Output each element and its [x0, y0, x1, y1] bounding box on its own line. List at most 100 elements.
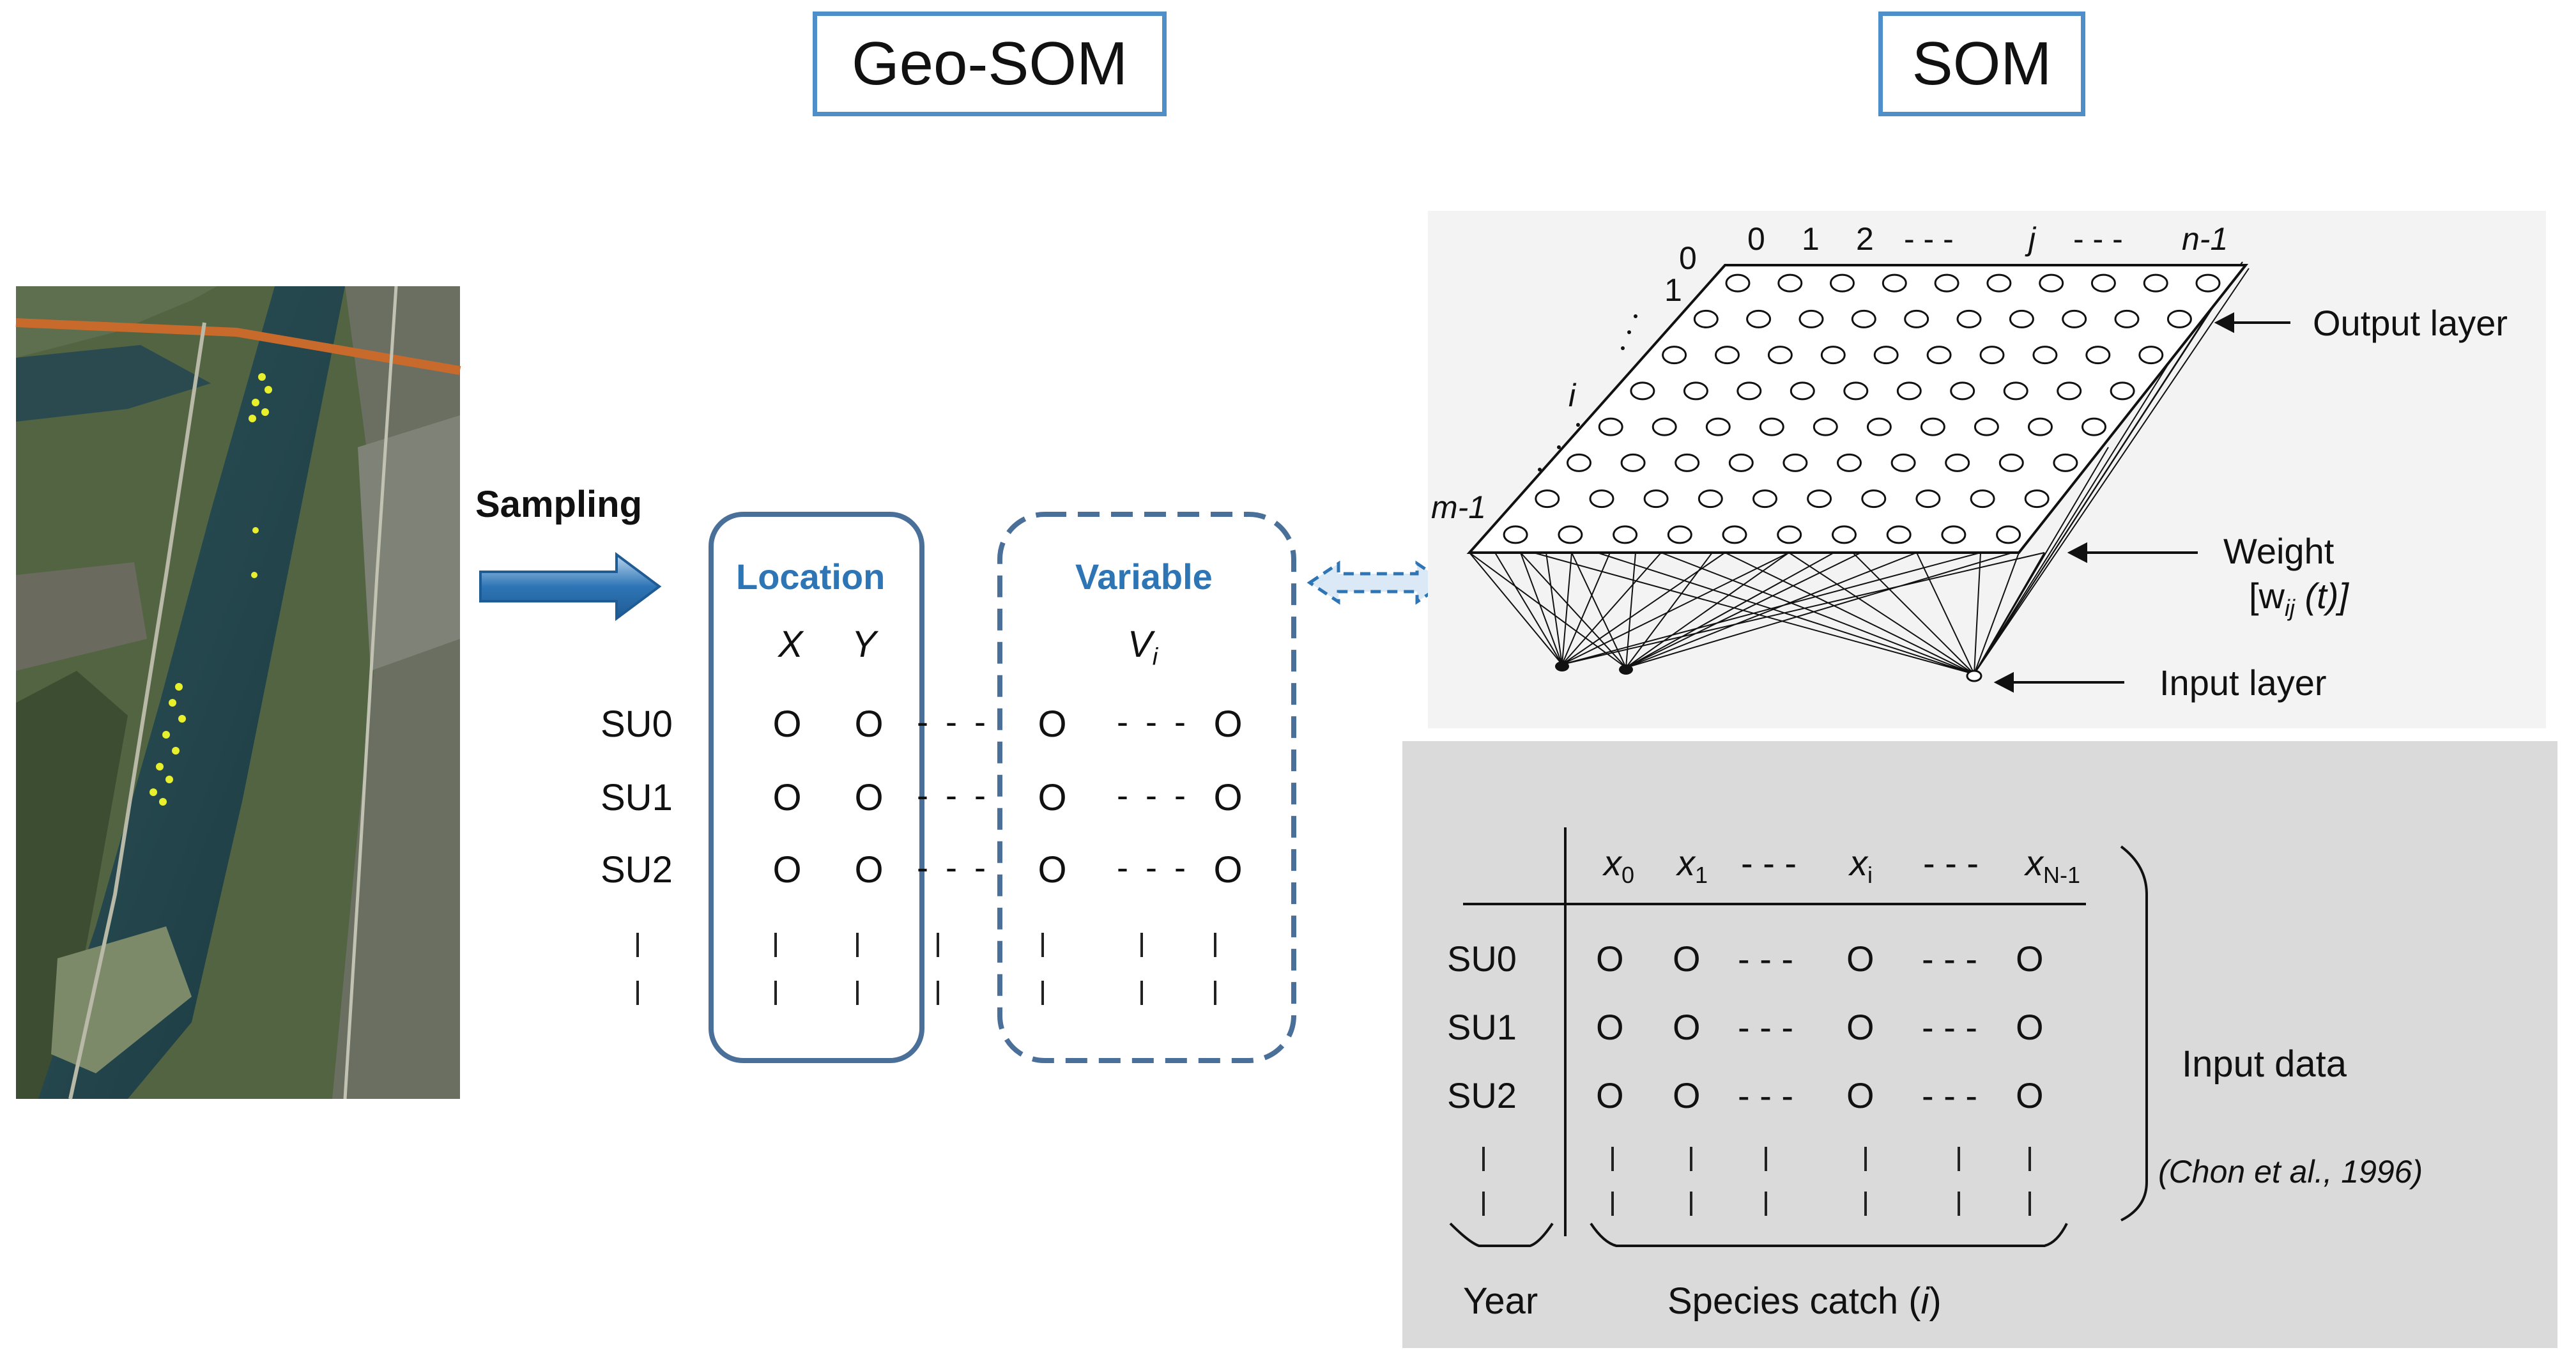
citation-label: (Chon et al., 1996): [2158, 1154, 2423, 1190]
column-header: x1: [1677, 842, 1708, 889]
output-node: [1896, 381, 1922, 401]
continuation-mark: [1864, 1192, 1867, 1216]
som-network: [1428, 211, 2546, 728]
output-node: [1693, 309, 1719, 328]
continuation-mark: [856, 981, 859, 1005]
output-node: [1752, 489, 1777, 509]
continuation-mark: [1690, 1147, 1692, 1171]
output-node: [1620, 453, 1646, 472]
geo-node-vn: O: [1213, 849, 1243, 891]
header-dash: - - -: [1923, 843, 1979, 883]
continuation-mark: [1958, 1147, 1960, 1171]
output-node: [2057, 381, 2082, 401]
net-idx-1: 1: [1802, 221, 1820, 257]
output-node: [1683, 381, 1708, 401]
table-node: O: [2016, 939, 2044, 979]
geo-node-y: O: [854, 777, 884, 818]
table-node: O: [1673, 1075, 1701, 1116]
geo-dash-connector: - - -: [917, 776, 990, 815]
output-node: [1843, 381, 1869, 401]
output-node: [1767, 346, 1793, 365]
weight-label: Weight: [2223, 531, 2334, 571]
column-header-sub: i: [1867, 862, 1873, 889]
output-node: [1798, 309, 1824, 328]
geo-node-y: O: [854, 849, 884, 891]
output-node: [2024, 489, 2050, 509]
column-header: xi: [1850, 842, 1873, 889]
output-node: [1722, 525, 1747, 544]
table-dash: - - -: [1922, 1007, 1978, 1047]
net-idx-0: 0: [1747, 221, 1765, 257]
output-node: [2053, 453, 2078, 472]
table-dash: - - -: [1922, 1075, 1978, 1116]
output-node: [1652, 417, 1677, 436]
input-layer-label: Input layer: [2159, 663, 2327, 703]
output-node: [1998, 453, 2024, 472]
geo-node-x: O: [772, 849, 802, 891]
continuation-mark: [1041, 981, 1044, 1005]
continuation-mark: [2028, 1192, 2031, 1216]
output-node: [1996, 525, 2021, 544]
weight-formula-head: [w: [2249, 576, 2285, 616]
sampling-label: Sampling: [475, 484, 643, 525]
output-node: [1503, 525, 1528, 544]
geo-dash-mid: - - -: [1117, 703, 1190, 741]
output-node: [2110, 381, 2135, 401]
continuation-mark: [1611, 1192, 1614, 1216]
column-header-base: x: [1677, 843, 1695, 883]
output-node: [2138, 346, 2164, 365]
geo-node-v0: O: [1038, 703, 1067, 745]
continuation-mark: [1864, 1147, 1867, 1171]
continuation-mark: [1611, 1147, 1614, 1171]
continuation-mark: [1214, 933, 1216, 957]
output-node: [1698, 489, 1723, 509]
double-dashed-arrow: [1307, 560, 1449, 605]
table-node: O: [1596, 1007, 1624, 1047]
output-node: [1945, 453, 1970, 472]
output-node: [1736, 381, 1762, 401]
location-y-label: Y: [852, 624, 877, 665]
variable-v: V: [1128, 624, 1153, 665]
net-idx-dash-a: - - -: [1904, 221, 1954, 257]
output-node: [1934, 273, 1959, 293]
net-idx-dash-b: - - -: [2073, 221, 2123, 257]
net-side-m-1: m-1: [1431, 489, 1487, 525]
continuation-mark: [937, 981, 939, 1005]
output-node: [2028, 417, 2053, 436]
table-node: O: [1846, 1075, 1874, 1116]
output-node: [1667, 525, 1692, 544]
output-node: [1613, 525, 1638, 544]
column-header-base: x: [2025, 843, 2043, 883]
geo-node-y: O: [854, 703, 884, 745]
species-catch-close: ): [1929, 1280, 1942, 1322]
location-title: Location: [736, 556, 885, 597]
table-node: O: [1846, 939, 1874, 979]
output-node: [2166, 309, 2192, 328]
table-node: O: [1846, 1007, 1874, 1047]
output-node: [1777, 273, 1803, 293]
output-node: [1861, 489, 1887, 509]
input-table-lines: [1449, 827, 2148, 1247]
output-node: [1837, 453, 1862, 472]
continuation-mark: [1214, 981, 1216, 1005]
output-node: [1851, 309, 1876, 328]
output-node: [1558, 525, 1583, 544]
output-node: [1882, 273, 1907, 293]
output-node: [1830, 273, 1855, 293]
table-node: O: [1596, 1075, 1624, 1116]
output-node: [1970, 489, 1995, 509]
som-title-box: SOM: [1878, 12, 2085, 116]
species-catch-label: Species catch (i): [1667, 1280, 1942, 1322]
continuation-mark: [1482, 1147, 1485, 1171]
geo-dash-connector: - - -: [917, 848, 990, 887]
geo-row-label: SU0: [601, 703, 673, 745]
output-node: [2143, 273, 2168, 293]
output-node: [1941, 525, 1966, 544]
location-x-label: X: [778, 624, 803, 665]
output-node: [1630, 381, 1655, 401]
continuation-mark: [1765, 1192, 1767, 1216]
output-node: [1662, 346, 1687, 365]
variable-box: [997, 512, 1296, 1063]
variable-title: Variable: [1075, 556, 1213, 597]
continuation-mark: [1482, 1192, 1485, 1216]
